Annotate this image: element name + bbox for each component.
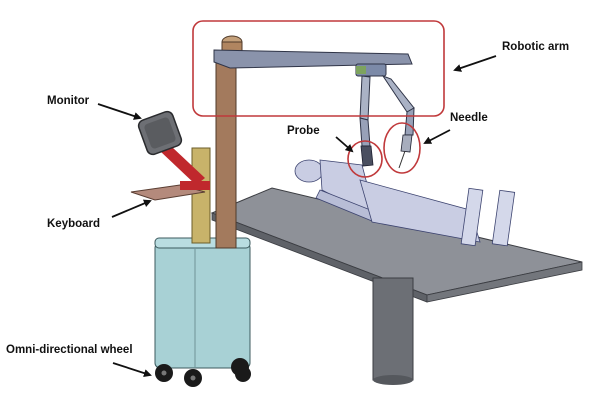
patient-foot-left bbox=[460, 187, 484, 247]
probe-highlight-circle bbox=[347, 140, 383, 178]
main-column bbox=[215, 57, 237, 249]
needle-highlight-circle bbox=[383, 122, 421, 174]
needle-arrow bbox=[423, 129, 451, 144]
robotic-arm-arrow bbox=[453, 55, 497, 72]
table-side-edge bbox=[426, 261, 583, 303]
wheel-hub bbox=[161, 370, 167, 376]
probe-label: Probe bbox=[287, 125, 320, 137]
omni-wheel-label: Omni-directional wheel bbox=[6, 344, 133, 356]
robotic-arm-highlight-box bbox=[192, 20, 445, 117]
arm-joint-accent bbox=[356, 66, 366, 74]
wheel-hub bbox=[190, 375, 196, 381]
monitor-arm bbox=[160, 147, 205, 185]
cart bbox=[154, 237, 251, 369]
patient-model bbox=[294, 159, 516, 247]
wheel-front-right bbox=[235, 366, 251, 382]
cart-body bbox=[154, 242, 251, 369]
keyboard-label: Keyboard bbox=[47, 218, 101, 230]
needle-tool bbox=[400, 134, 413, 153]
monitor-label: Monitor bbox=[47, 95, 90, 107]
keyboard-arrow bbox=[111, 199, 152, 218]
right-upper-link bbox=[381, 74, 415, 113]
keyboard-mount bbox=[180, 181, 210, 190]
robotic-arm-label: Robotic arm bbox=[502, 41, 570, 53]
table-leg bbox=[372, 277, 414, 381]
probe-arrow bbox=[335, 136, 354, 153]
table-leg-base bbox=[373, 375, 413, 385]
needle-tip bbox=[398, 150, 406, 169]
omni-directional-wheels bbox=[155, 358, 251, 387]
patient-foot-right bbox=[491, 189, 516, 247]
monitor-arrow bbox=[97, 103, 142, 120]
monitor-bezel bbox=[144, 117, 176, 149]
right-lower-link bbox=[404, 107, 415, 136]
patient-head bbox=[294, 159, 324, 183]
operating-table bbox=[210, 187, 583, 385]
patient-legs bbox=[359, 179, 481, 243]
probe-tool bbox=[360, 145, 374, 167]
needle-label: Needle bbox=[450, 112, 488, 124]
keyboard-post bbox=[191, 147, 211, 244]
left-upper-link bbox=[359, 75, 371, 121]
robotic-arm-links bbox=[359, 74, 415, 147]
omni-wheel-arrow bbox=[112, 362, 152, 377]
